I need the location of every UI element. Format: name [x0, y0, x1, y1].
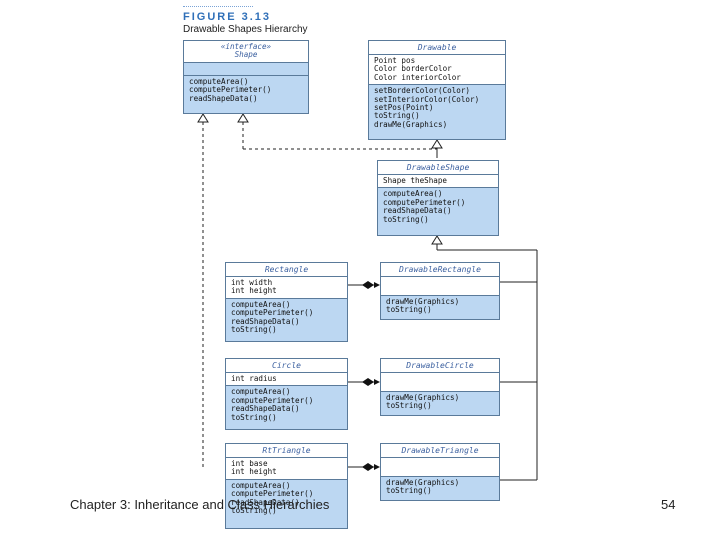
composition-diamond	[362, 281, 374, 289]
class-name: Rectangle	[226, 263, 347, 277]
class-name: Drawable	[369, 41, 505, 55]
class-box-drawable-triangle: DrawableTriangle drawMe(Graphics) toStri…	[380, 443, 500, 501]
method: computePerimeter()	[231, 308, 314, 318]
ops-list: computeArea() computePerimeter() readSha…	[378, 188, 498, 226]
attribute: Color borderColor	[374, 64, 452, 74]
inheritance-arrowhead	[237, 113, 249, 123]
class-box-circle: Circle int radius computeArea() computeP…	[225, 358, 348, 430]
method: setPos(Point)	[374, 103, 434, 113]
attribute: int width	[231, 278, 273, 287]
class-name: Circle	[226, 359, 347, 373]
class-name: DrawableCircle	[381, 359, 499, 373]
attr-list: int radius	[226, 373, 347, 387]
method: computePerimeter()	[231, 489, 314, 499]
ops-list: computeArea() computePerimeter() readSha…	[226, 299, 347, 337]
ops-list: computeArea() computePerimeter() readSha…	[184, 76, 308, 105]
attribute: Color interiorColor	[374, 72, 461, 82]
class-box-drawable: Drawable Point pos Color borderColor Col…	[368, 40, 506, 140]
class-name: Shape	[234, 50, 258, 60]
empty-attr-compartment	[381, 458, 499, 477]
attribute: Shape theShape	[383, 176, 448, 185]
ops-list: setBorderColor(Color) setInteriorColor(C…	[369, 85, 505, 131]
inheritance-arrowhead	[431, 235, 443, 245]
method: computePerimeter()	[189, 85, 272, 95]
class-name: DrawableShape	[378, 161, 498, 175]
method: drawMe(Graphics)	[386, 393, 460, 402]
method: drawMe(Graphics)	[374, 119, 448, 129]
method: drawMe(Graphics)	[386, 478, 460, 487]
method: computeArea()	[231, 387, 291, 397]
attribute: int radius	[231, 374, 277, 383]
attr-list: int width int height	[226, 277, 347, 299]
ops-list: computeArea() computePerimeter() readSha…	[226, 480, 347, 518]
method: readShapeData()	[231, 404, 300, 414]
method: computeArea()	[189, 76, 249, 86]
method: readShapeData()	[231, 497, 300, 507]
method: toString()	[386, 486, 432, 496]
method: drawMe(Graphics)	[386, 297, 460, 306]
empty-attr-compartment	[184, 63, 308, 76]
attr-list: int base int height	[226, 458, 347, 480]
method: toString()	[231, 506, 277, 516]
composition-diamond	[362, 378, 374, 386]
class-box-shape: «interface» Shape computeArea() computeP…	[183, 40, 309, 114]
composition-arrowhead	[374, 282, 380, 288]
class-name: DrawableTriangle	[381, 444, 499, 458]
ops-list: drawMe(Graphics) toString()	[381, 392, 499, 413]
method: setBorderColor(Color)	[374, 86, 471, 96]
page-number: 54	[661, 497, 676, 512]
attribute: int height	[231, 286, 277, 296]
method: readShapeData()	[189, 93, 258, 103]
empty-attr-compartment	[381, 373, 499, 392]
class-box-rttriangle: RtTriangle int base int height computeAr…	[225, 443, 348, 529]
method: toString()	[383, 214, 429, 224]
ops-list: drawMe(Graphics) toString()	[381, 477, 499, 498]
attr-list: Shape theShape	[378, 175, 498, 189]
method: computeArea()	[231, 299, 291, 309]
method: toString()	[374, 111, 420, 121]
composition-arrowhead	[374, 464, 380, 470]
inheritance-arrowhead	[197, 113, 209, 123]
empty-attr-compartment	[381, 277, 499, 296]
attr-list: Point pos Color borderColor Color interi…	[369, 55, 505, 86]
method: toString()	[386, 305, 432, 315]
class-name: RtTriangle	[226, 444, 347, 458]
class-box-drawable-rectangle: DrawableRectangle drawMe(Graphics) toStr…	[380, 262, 500, 320]
class-box-rectangle: Rectangle int width int height computeAr…	[225, 262, 348, 342]
attribute: Point pos	[374, 56, 416, 65]
method: computePerimeter()	[383, 197, 466, 207]
figure-label: FIGURE 3.13	[183, 6, 272, 23]
method: toString()	[386, 401, 432, 411]
method: computeArea()	[383, 189, 443, 199]
composition-diamond	[362, 463, 374, 471]
ops-list: computeArea() computePerimeter() readSha…	[226, 386, 347, 424]
ops-list: drawMe(Graphics) toString()	[381, 296, 499, 317]
method: setInteriorColor(Color)	[374, 94, 480, 104]
attribute: int height	[231, 467, 277, 477]
class-name: DrawableRectangle	[381, 263, 499, 277]
class-name-shape: «interface» Shape	[184, 41, 308, 63]
method: computePerimeter()	[231, 395, 314, 405]
class-box-drawable-shape: DrawableShape Shape theShape computeArea…	[377, 160, 499, 236]
method: toString()	[231, 325, 277, 335]
method: toString()	[231, 412, 277, 422]
attribute: int base	[231, 459, 268, 468]
figure-title: Drawable Shapes Hierarchy	[183, 24, 308, 35]
method: computeArea()	[231, 480, 291, 490]
method: readShapeData()	[383, 206, 452, 216]
inheritance-arrowhead	[431, 139, 443, 149]
stereotype-label: «interface»	[220, 42, 272, 51]
method: readShapeData()	[231, 316, 300, 326]
class-box-drawable-circle: DrawableCircle drawMe(Graphics) toString…	[380, 358, 500, 416]
composition-arrowhead	[374, 379, 380, 385]
slide-footer: Chapter 3: Inheritance and Class Hierarc…	[70, 497, 330, 512]
